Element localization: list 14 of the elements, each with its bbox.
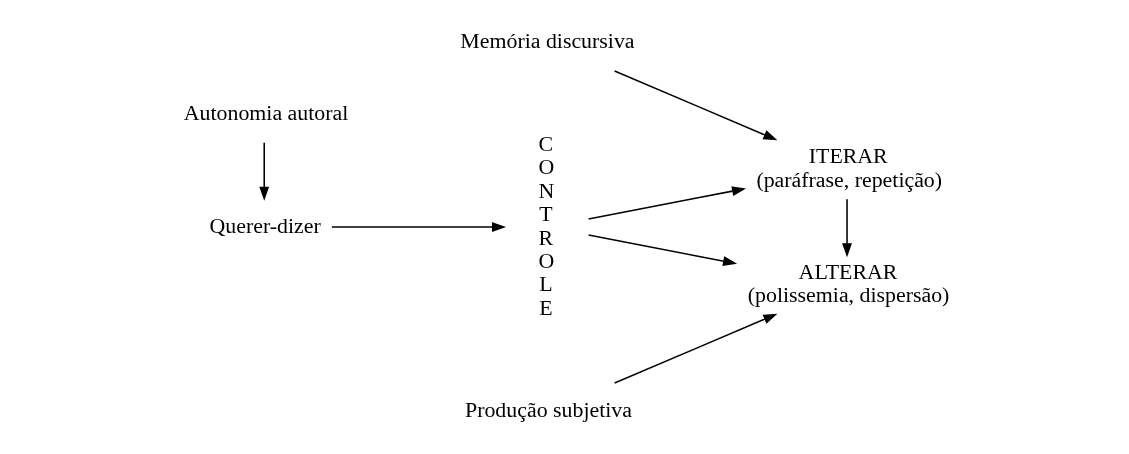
- arrow: [587, 186, 746, 220]
- arrow: [841, 198, 852, 258]
- arrow: [330, 222, 506, 232]
- node-text: Produção subjetiva: [464, 398, 632, 423]
- node-text: Querer-dizer: [209, 213, 321, 238]
- node-text: ITERAR (paráfrase, repetição): [755, 144, 942, 192]
- node-text: Memória discursiva: [459, 29, 635, 54]
- node-text: CONTROLE: [537, 131, 554, 320]
- arrow: [613, 313, 777, 384]
- node-text: ALTERAR (polissemia, dispersão): [747, 259, 949, 308]
- arrow: [613, 70, 777, 141]
- arrow: [587, 234, 737, 266]
- arrow: [258, 141, 269, 201]
- node-text: Autonomia autoral: [183, 101, 348, 126]
